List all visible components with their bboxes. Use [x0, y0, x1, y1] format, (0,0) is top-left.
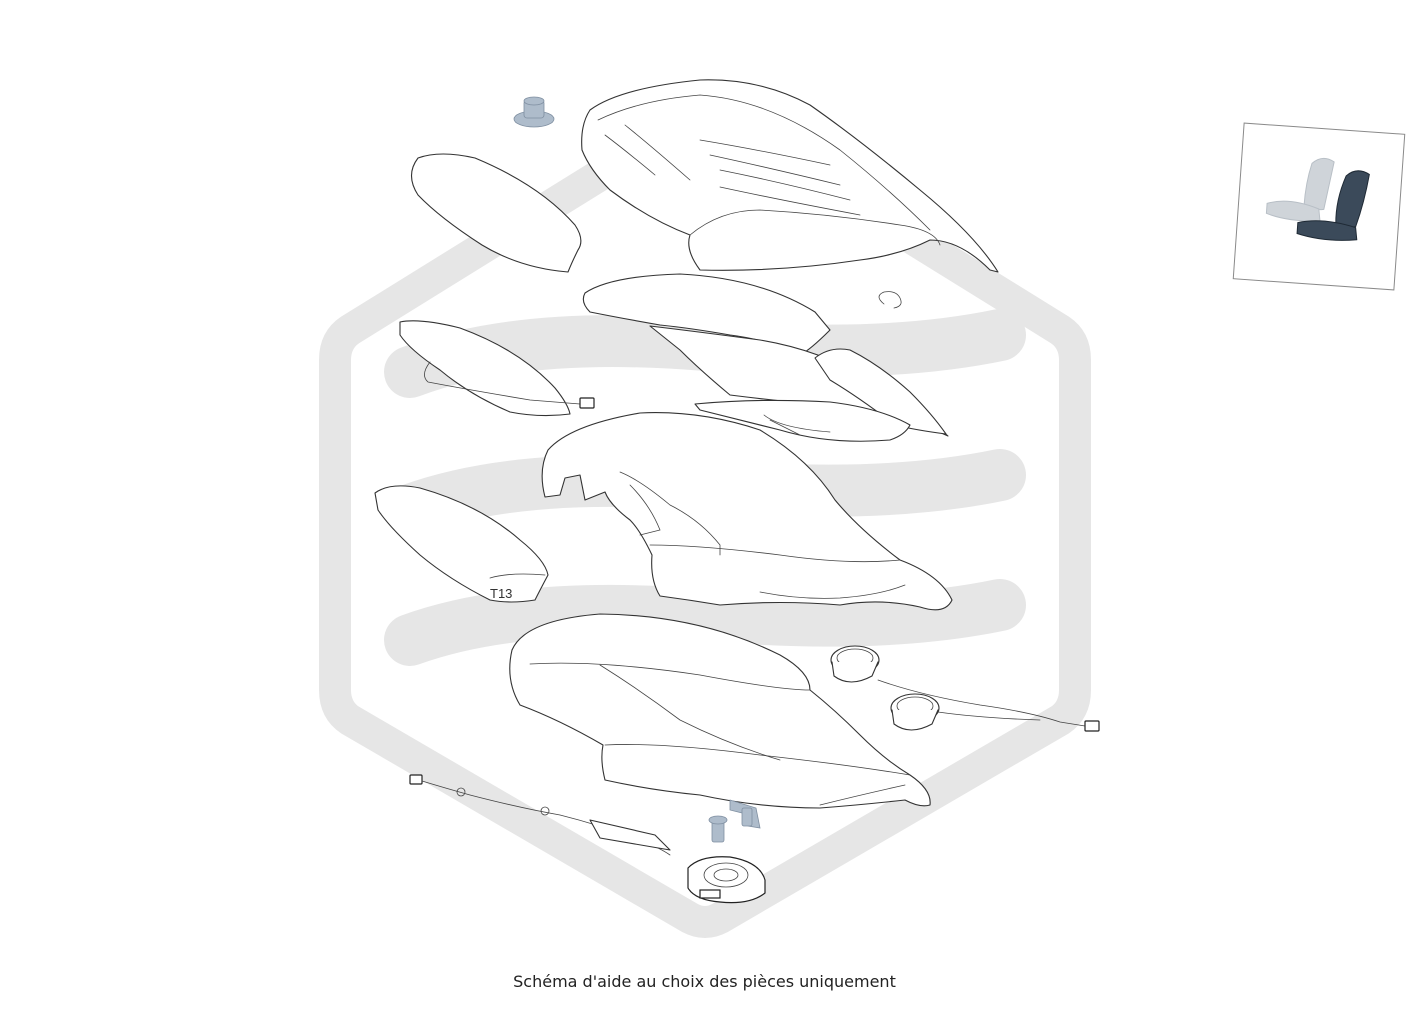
retaining-ring[interactable]: [878, 291, 902, 309]
backrest-side-panel[interactable]: [410, 153, 582, 273]
fastener-clip-top[interactable]: [513, 96, 555, 128]
backrest-heater-pad[interactable]: [582, 273, 949, 442]
seat-preview-thumbnail[interactable]: [1232, 122, 1406, 291]
seat-cushion-pad[interactable]: [541, 412, 953, 611]
seat-cushion-cover[interactable]: [509, 613, 931, 809]
diagram-caption: Schéma d'aide au choix des pièces unique…: [513, 972, 896, 991]
side-heater-panel-wired[interactable]: [399, 320, 595, 417]
car-seat-icon: [1265, 157, 1370, 241]
part-tag-t13: T13: [490, 586, 512, 601]
heater-pads-harness[interactable]: [830, 645, 1100, 732]
screw-fastener[interactable]: [708, 799, 761, 843]
wiring-harness[interactable]: [409, 774, 671, 856]
blower-fan-unit[interactable]: [687, 856, 766, 904]
cushion-side-pad-t13[interactable]: T13: [374, 485, 549, 603]
backrest-cover[interactable]: [581, 79, 999, 273]
